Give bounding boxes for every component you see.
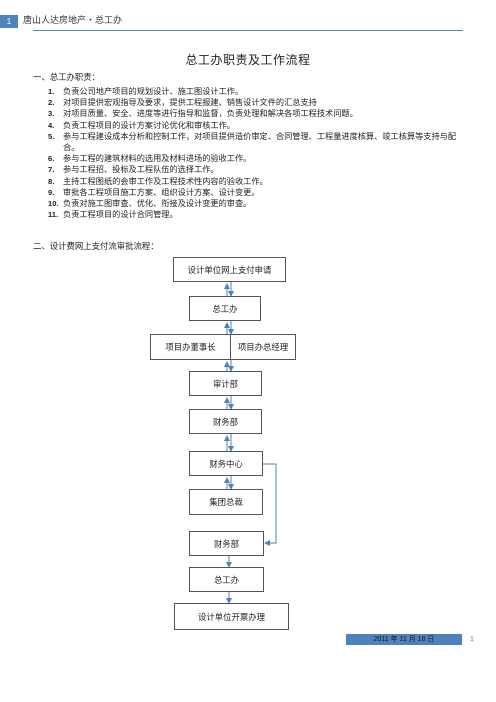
flow-box-finance-2: 财务部	[189, 531, 264, 556]
list-item: 6.参与工程的建筑材料的选用及材料进场的验收工作。	[48, 153, 252, 164]
flow-box-finance: 财务部	[189, 409, 262, 434]
flow-box-project-chairman: 项目办董事长	[150, 334, 230, 360]
flow-box-group-president: 集团总裁	[189, 489, 263, 515]
duties-list: 1.负责公司地产项目的规划设计、施工图设计工作。 2.对项目提供宏观指导及要求，…	[48, 86, 468, 220]
header-title: 唐山人达房地产・总工办	[23, 16, 123, 26]
list-item: 7.参与工程招、投标及工程队伍的选择工作。	[48, 164, 219, 175]
list-item: 8.主持工程图纸的会审工作及工程技术性内容的验收工作。	[48, 175, 268, 186]
section2-heading: 二、设计费网上支付流审批流程：	[33, 241, 159, 251]
flow-box-finance-center: 财务中心	[189, 451, 263, 476]
list-item: 11.负责工程项目的设计合同管理。	[48, 209, 178, 220]
list-item: 4.负责工程项目的设计方案讨论优化和审核工作。	[48, 119, 235, 130]
flow-box-audit: 审计部	[189, 371, 262, 396]
flow-box-chief-office: 总工办	[189, 296, 261, 321]
header-page-number: 1	[0, 15, 18, 28]
flow-box-chief-office-2: 总工办	[189, 567, 264, 592]
list-item: 2.对项目提供宏观指导及要求，提供工程报建、销售设计文件的汇总支持	[48, 97, 317, 108]
header-rule	[33, 30, 463, 31]
list-item: 1.负责公司地产项目的规划设计、施工图设计工作。	[48, 86, 244, 96]
footer-page-number: 1	[470, 636, 474, 643]
flow-box-project-gm: 项目办总经理	[230, 334, 296, 360]
arrow-center-to-finance2	[263, 463, 277, 546]
document-title: 总工办职责及工作流程	[185, 53, 311, 67]
list-item: 3.对项目质量、安全、进度等进行指导和监督，负责处理和解决各项工程技术问题。	[48, 108, 358, 119]
list-item: 9.审批各工程项目施工方案、组织设计方案、设计变更。	[48, 186, 260, 197]
list-item: 5.参与工程建设成本分析和控制工作，对项目提供造价审定、合同管理、工程量进度核算…	[48, 130, 457, 153]
flow-box-apply: 设计单位网上支付申请	[173, 257, 286, 282]
list-item: 10.负责对施工图审查、优化、衔接及设计变更的审查。	[48, 198, 252, 209]
footer-date: 2011 年 11 月 18 日	[346, 634, 462, 645]
section1-heading: 一、总工办职责：	[33, 72, 100, 82]
flow-box-invoice: 设计单位开票办理	[174, 603, 289, 630]
